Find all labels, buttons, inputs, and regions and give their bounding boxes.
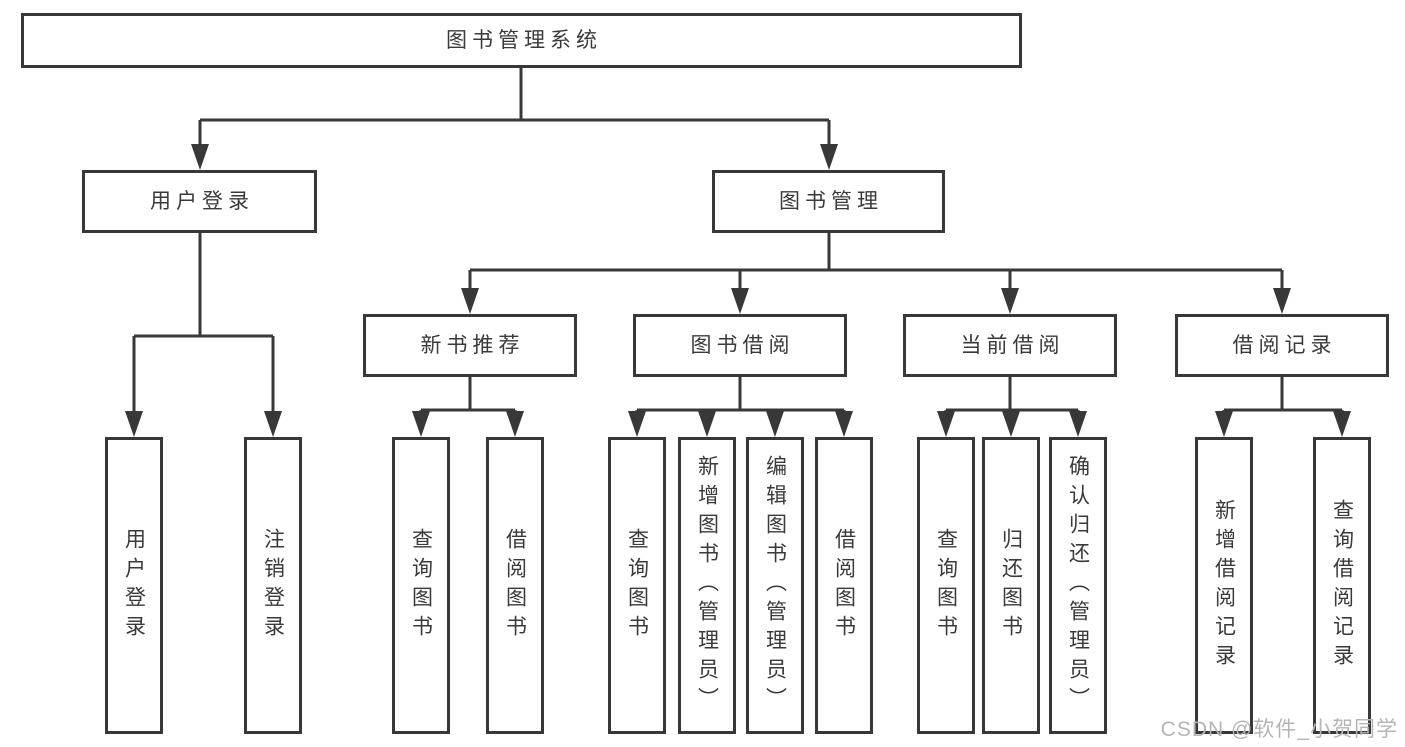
node-label: 查询借阅记录 (1330, 498, 1354, 673)
leaf-return-books: 归还图书 (982, 437, 1040, 734)
node-label: 新增图书（管理员） (695, 455, 719, 716)
leaf-query-books-current: 查询图书 (917, 437, 975, 734)
watermark: CSDN @软件_小贺同学 (1160, 718, 1398, 741)
node-label: 借阅记录 (1232, 334, 1337, 357)
node-label: 图书管理系统 (446, 29, 602, 52)
leaf-query-books-borrow: 查询图书 (608, 437, 666, 734)
node-label: 用户登录 (150, 190, 254, 213)
leaf-borrow-books-recommend: 借阅图书 (486, 437, 544, 734)
node-label: 归还图书 (999, 527, 1023, 644)
leaf-add-borrow-record: 新增借阅记录 (1195, 437, 1253, 734)
node-borrow-records: 借阅记录 (1175, 314, 1389, 377)
node-book-management: 图书管理 (712, 170, 945, 233)
arrowheads (125, 144, 1351, 437)
node-label: 查询图书 (409, 527, 433, 644)
node-label: 当前借阅 (960, 334, 1065, 357)
node-user-login: 用户登录 (82, 170, 317, 233)
leaf-logout: 注销登录 (244, 437, 302, 734)
leaf-user-login: 用户登录 (105, 437, 163, 734)
node-label: 新书推荐 (420, 334, 525, 357)
leaf-query-borrow-record: 查询借阅记录 (1313, 437, 1371, 734)
node-root: 图书管理系统 (21, 13, 1022, 68)
node-new-book-recommend: 新书推荐 (363, 314, 577, 377)
node-label: 编辑图书（管理员） (763, 455, 787, 716)
node-label: 查询图书 (934, 527, 958, 644)
node-current-borrow: 当前借阅 (903, 314, 1117, 377)
node-label: 图书借阅 (690, 334, 795, 357)
node-label: 用户登录 (122, 527, 146, 644)
node-label: 图书管理 (779, 190, 883, 213)
node-label: 借阅图书 (832, 527, 856, 644)
node-label: 借阅图书 (503, 527, 527, 644)
leaf-edit-books-admin: 编辑图书（管理员） (746, 437, 804, 734)
node-label: 查询图书 (625, 527, 649, 644)
node-label: 新增借阅记录 (1212, 498, 1236, 673)
leaf-query-books-recommend: 查询图书 (392, 437, 450, 734)
node-book-borrow: 图书借阅 (633, 314, 847, 377)
leaf-add-books-admin: 新增图书（管理员） (678, 437, 736, 734)
node-label: 确认归还（管理员） (1066, 455, 1090, 716)
leaf-confirm-return-admin: 确认归还（管理员） (1049, 437, 1107, 734)
leaf-borrow-books: 借阅图书 (815, 437, 873, 734)
node-label: 注销登录 (261, 527, 285, 644)
